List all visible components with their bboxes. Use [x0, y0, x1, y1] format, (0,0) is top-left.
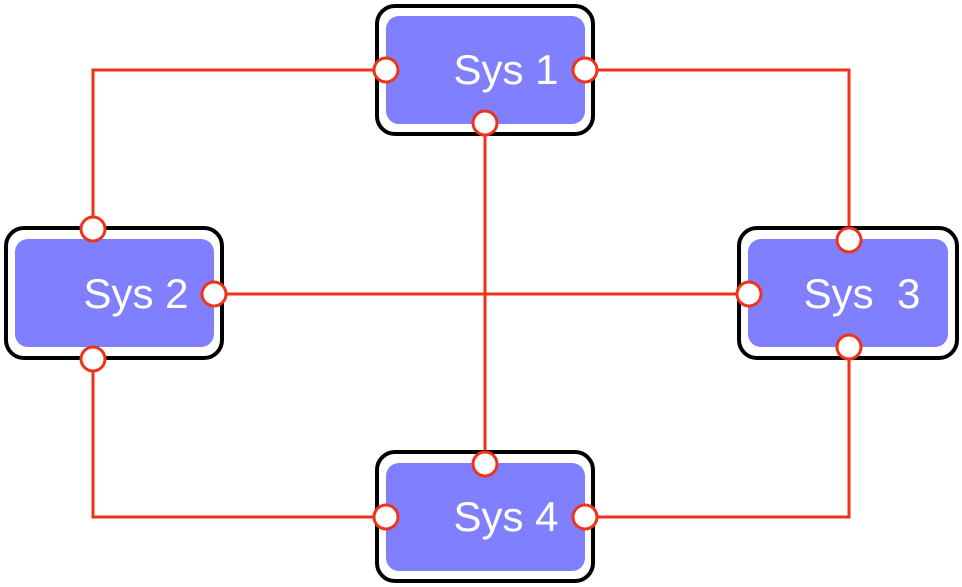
- edge-sys2-sys4: [91, 371, 374, 519]
- port-sys4-right[interactable]: [571, 503, 599, 531]
- node-label: Sys 4: [453, 493, 558, 540]
- port-sys3-bottom[interactable]: [835, 333, 863, 361]
- node-sys3[interactable]: Sys 3: [737, 226, 959, 360]
- node-sys4[interactable]: Sys 4: [375, 450, 595, 583]
- port-sys3-top[interactable]: [835, 226, 863, 254]
- node-sys1[interactable]: Sys 1: [375, 4, 595, 136]
- edge-sys1-sys2: [91, 68, 374, 217]
- port-sys2-top[interactable]: [79, 215, 107, 243]
- node-body: [748, 239, 948, 347]
- port-sys4-top[interactable]: [471, 450, 499, 478]
- node-label: Sys 2: [83, 270, 188, 317]
- port-sys2-right[interactable]: [200, 280, 228, 308]
- port-sys3-left[interactable]: [735, 280, 763, 308]
- edge-sys3-sys4: [597, 359, 851, 519]
- connector-lines: [91, 68, 851, 519]
- port-sys4-left[interactable]: [372, 503, 400, 531]
- node-body: [386, 463, 585, 571]
- node-label: Sys 3: [804, 270, 921, 317]
- port-sys1-bottom[interactable]: [471, 109, 499, 137]
- node-label: Sys 1: [453, 46, 558, 93]
- port-sys1-left[interactable]: [372, 56, 400, 84]
- node-body: [15, 239, 214, 347]
- port-sys2-bottom[interactable]: [79, 345, 107, 373]
- edge-sys1-sys3: [597, 68, 851, 228]
- port-sys1-right[interactable]: [571, 56, 599, 84]
- node-body: [386, 16, 585, 124]
- node-sys2[interactable]: Sys 2: [4, 226, 224, 360]
- connection-ports: [79, 56, 863, 531]
